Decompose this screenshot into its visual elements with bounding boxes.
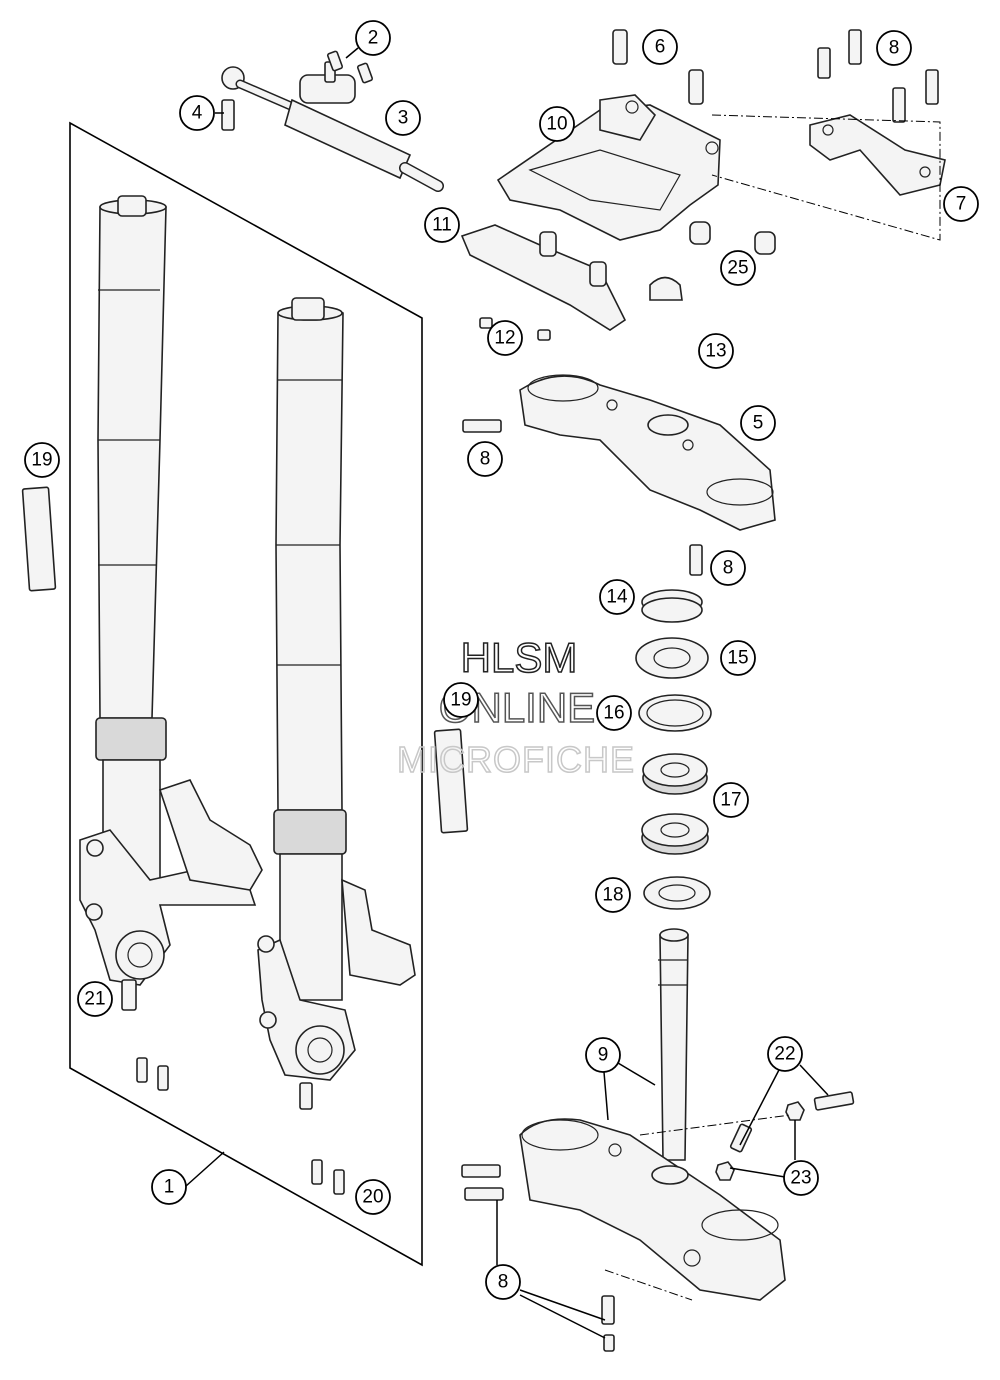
callout-10: 10 xyxy=(539,106,575,142)
callout-label-11: 11 xyxy=(432,215,452,236)
fork-kit-outline xyxy=(69,121,423,1267)
callout-6: 6 xyxy=(642,29,678,65)
handlebar-holder xyxy=(496,29,721,241)
callout-label-16: 16 xyxy=(603,703,624,724)
callout-label-8d: 8 xyxy=(498,1272,509,1293)
clamp-guide-line xyxy=(711,114,941,241)
callout-label-18: 18 xyxy=(602,885,623,906)
callout-label-23: 23 xyxy=(790,1168,811,1189)
callout-label-15: 15 xyxy=(727,648,748,669)
callout-8d: 8 xyxy=(485,1264,521,1300)
callout-20: 20 xyxy=(355,1179,391,1215)
callout-label-25: 25 xyxy=(727,258,748,279)
callout-14: 14 xyxy=(599,579,635,615)
callout-8a: 8 xyxy=(876,30,912,66)
callout-4: 4 xyxy=(179,95,215,131)
watermark-line1: HLSM xyxy=(461,634,578,681)
rubber-bushing-b xyxy=(754,231,776,255)
callout-label-9: 9 xyxy=(598,1045,609,1066)
callout-label-2: 2 xyxy=(368,28,379,49)
callout-label-1: 1 xyxy=(164,1177,175,1198)
callout-12: 12 xyxy=(487,320,523,356)
callout-label-19a: 19 xyxy=(31,450,52,471)
callout-8c: 8 xyxy=(710,550,746,586)
callout-13: 13 xyxy=(698,333,734,369)
callout-label-8a: 8 xyxy=(889,38,900,59)
upper-triple-clamp xyxy=(462,276,776,576)
callout-8b: 8 xyxy=(467,441,503,477)
label-strip-left xyxy=(21,486,57,592)
callout-label-17: 17 xyxy=(720,790,741,811)
label-strip-center xyxy=(433,728,469,834)
callout-3: 3 xyxy=(385,100,421,136)
callout-label-10: 10 xyxy=(546,114,567,135)
steering-damper xyxy=(221,50,444,192)
callout-label-20: 20 xyxy=(362,1187,383,1208)
left-fork-leg xyxy=(79,195,263,986)
callout-5: 5 xyxy=(740,405,776,441)
lower-triple-clamp xyxy=(461,928,855,1352)
callout-25: 25 xyxy=(720,250,756,286)
callout-label-13: 13 xyxy=(705,341,726,362)
handlebar-clamp xyxy=(809,29,946,196)
callout-label-8c: 8 xyxy=(723,558,734,579)
callout-18: 18 xyxy=(595,877,631,913)
callout-2: 2 xyxy=(355,20,391,56)
callout-22: 22 xyxy=(767,1036,803,1072)
callout-11: 11 xyxy=(424,207,460,243)
callout-label-21: 21 xyxy=(84,989,105,1010)
callout-9: 9 xyxy=(585,1037,621,1073)
stem-guide-line xyxy=(604,1269,693,1301)
callout-15: 15 xyxy=(720,640,756,676)
fork-bolts xyxy=(121,979,345,1195)
callout-21: 21 xyxy=(77,981,113,1017)
rubber-bushing-a xyxy=(689,221,711,245)
callout-19b: 19 xyxy=(443,682,479,718)
callout-1: 1 xyxy=(151,1169,187,1205)
callout-label-4: 4 xyxy=(192,103,203,124)
callout-7: 7 xyxy=(943,186,979,222)
callout-label-19b: 19 xyxy=(450,690,471,711)
callout-label-8b: 8 xyxy=(480,449,491,470)
callout-label-5: 5 xyxy=(753,413,764,434)
leader-lines xyxy=(185,47,829,1339)
steering-bearing-stack xyxy=(635,589,712,910)
callout-23: 23 xyxy=(783,1160,819,1196)
callout-label-12: 12 xyxy=(494,328,515,349)
callout-label-6: 6 xyxy=(655,37,666,58)
callout-label-7: 7 xyxy=(956,194,967,215)
watermark-line3: MICROFICHE xyxy=(397,739,635,780)
callout-label-22: 22 xyxy=(774,1044,795,1065)
callout-label-3: 3 xyxy=(398,108,409,129)
callout-16: 16 xyxy=(596,695,632,731)
right-fork-leg xyxy=(257,297,416,1081)
mounting-bracket xyxy=(460,224,627,341)
bolt-guide-line xyxy=(639,1114,791,1136)
callout-17: 17 xyxy=(713,782,749,818)
callout-19a: 19 xyxy=(24,442,60,478)
callout-label-14: 14 xyxy=(606,587,628,608)
